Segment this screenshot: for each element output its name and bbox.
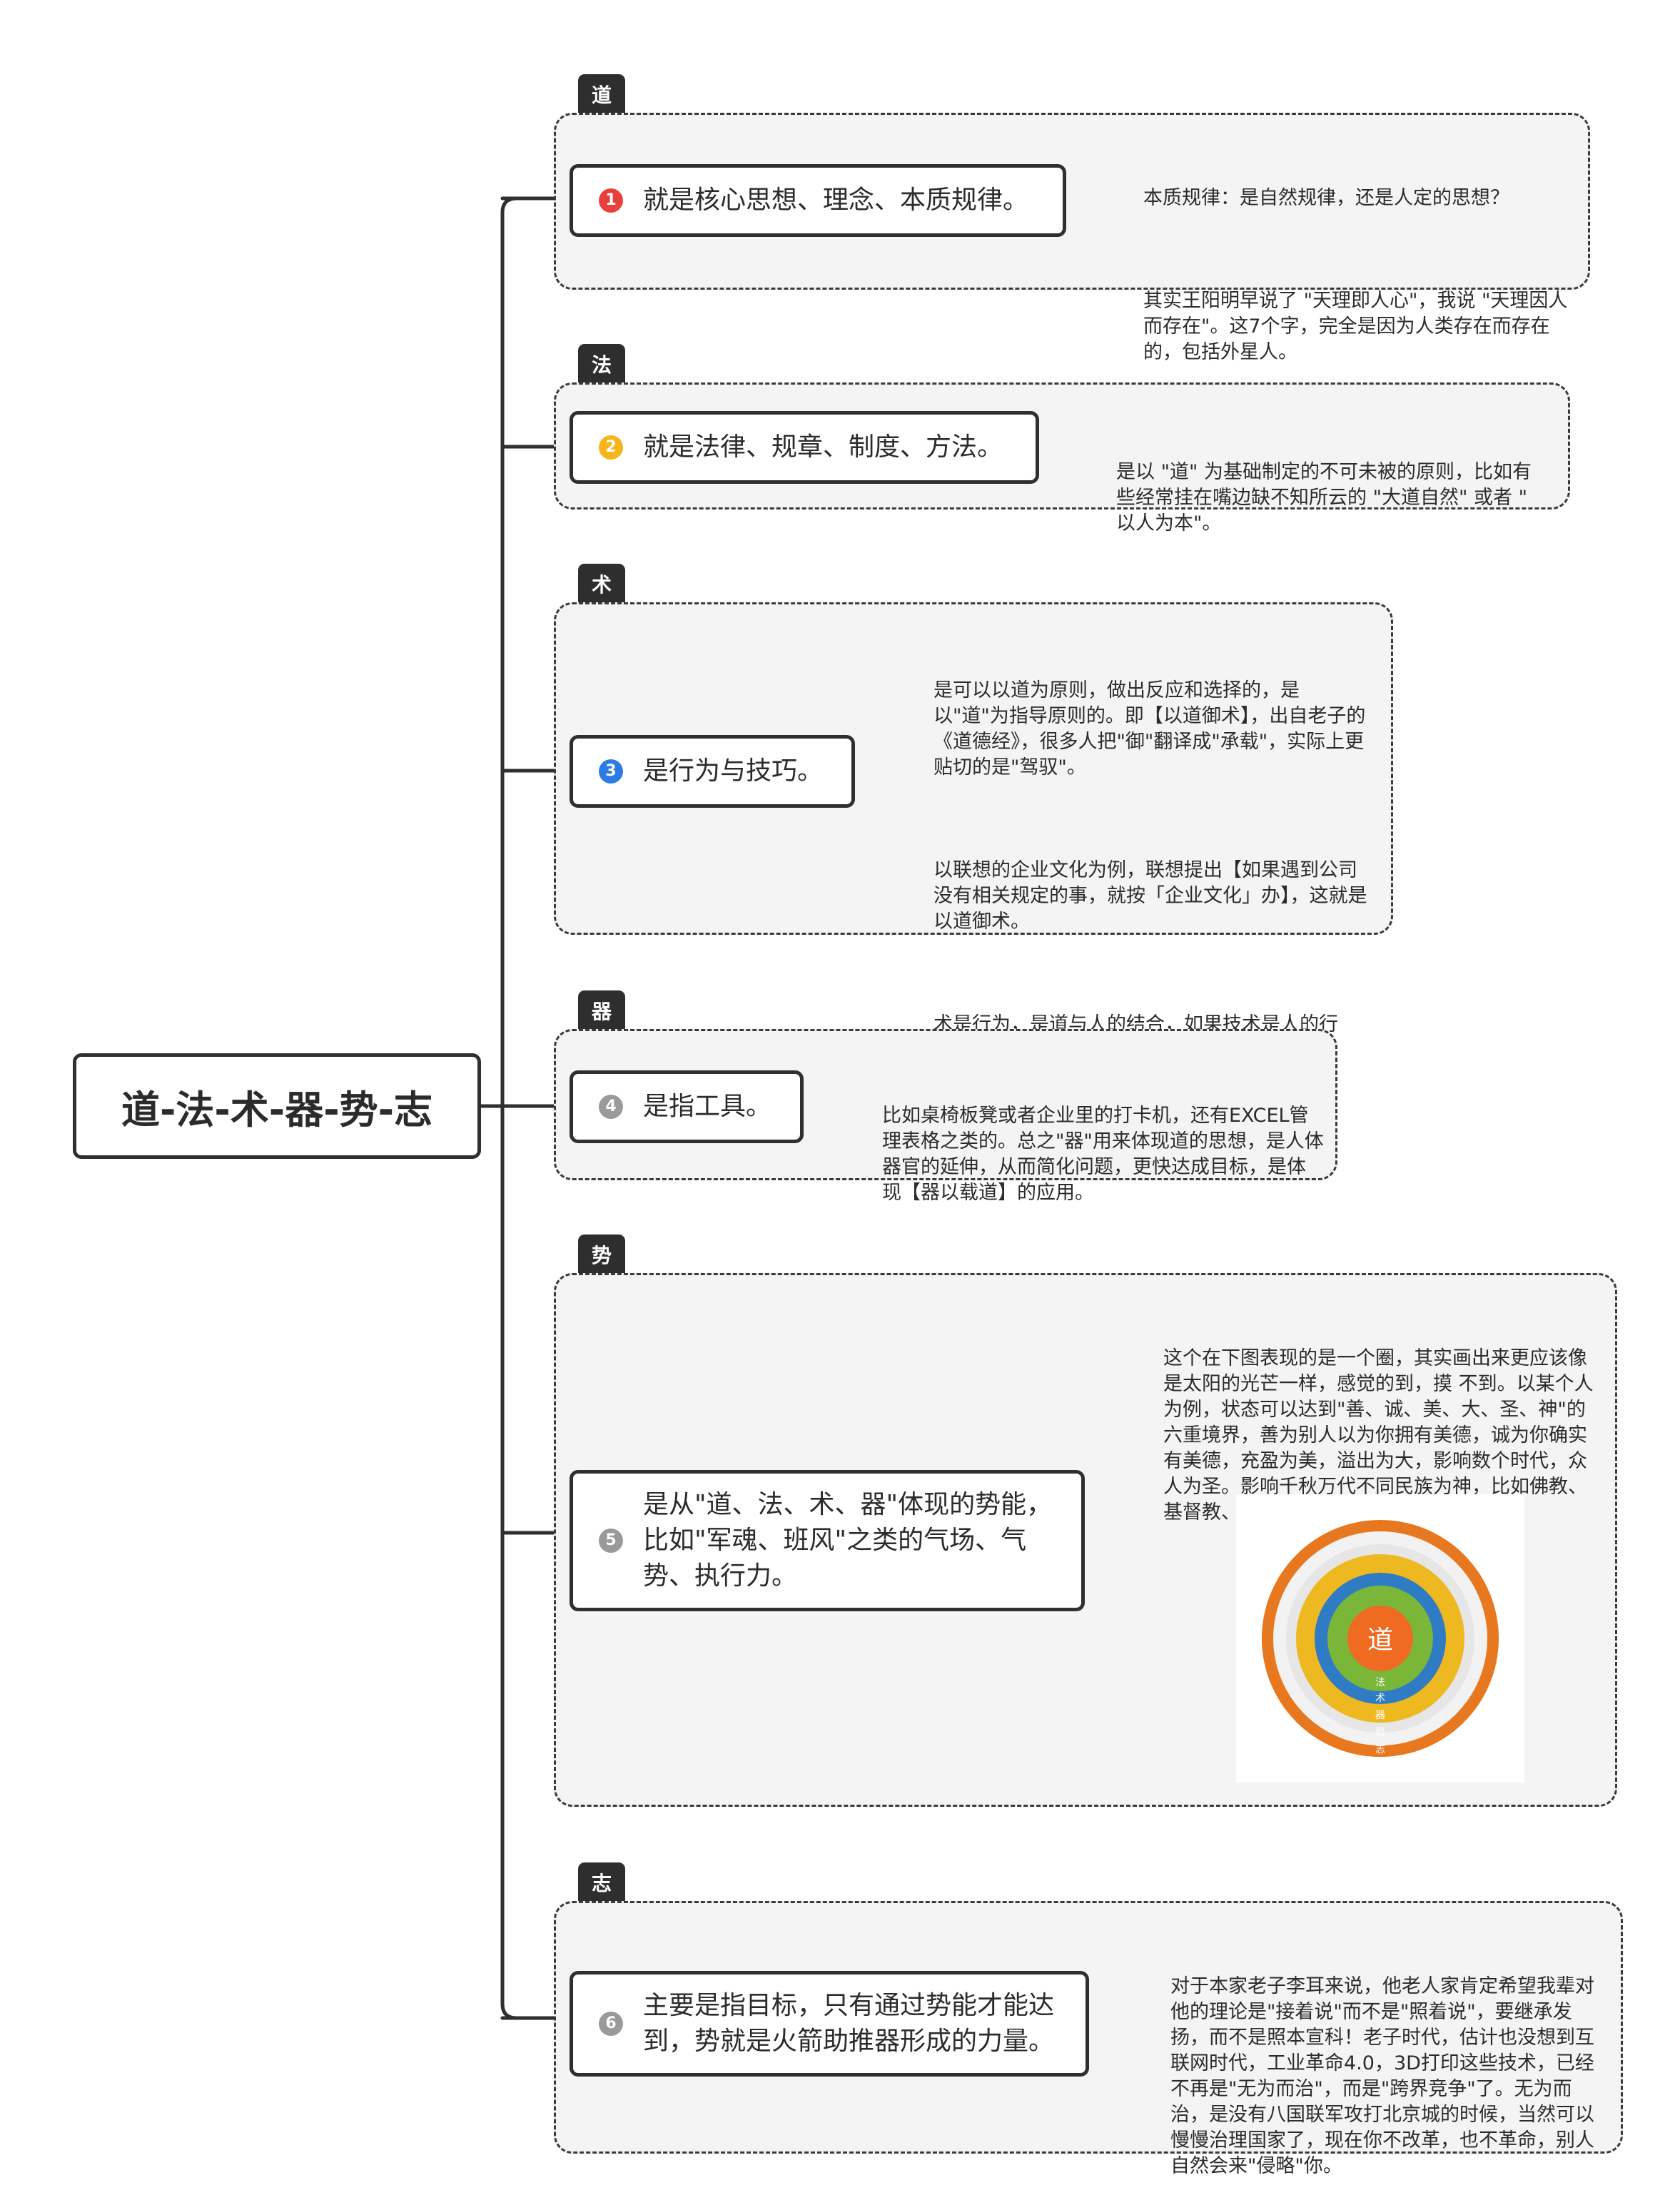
ring-label-zhi: 志 <box>1375 1744 1385 1755</box>
number-badge-6-icon: 6 <box>599 2012 623 2036</box>
note-paragraph: 其实王阳明早说了 "天理即人心"，我说 "天理因人而存在"。这7个字，完全是因为… <box>1143 290 1568 363</box>
node-zhi[interactable]: 6 主要是指目标，只有通过势能才能达到，势就是火箭助推器形成的力量。 <box>570 1971 1089 2077</box>
note-paragraph: 比如桌椅板凳或者企业里的打卡机，还有EXCEL管理表格之类的。总之"器"用来体现… <box>882 1105 1324 1204</box>
group-tag-fa: 法 <box>578 344 625 384</box>
concentric-rings-image: 道 法 术 器 势 志 <box>1236 1494 1524 1783</box>
group-tag-zhi: 志 <box>578 1862 625 1902</box>
note-paragraph: 以联想的企业文化为例，联想提出【如果遇到公司没有相关规定的事，就按「企业文化」办… <box>933 859 1367 933</box>
note-shu: 是可以以道为原则，做出反应和选择的，是以"道"为指导原则的。即【以道御术】，出自… <box>933 627 1373 1089</box>
ring-label-fa: 法 <box>1375 1677 1385 1688</box>
note-fa: 是以 "道" 为基础制定的不可未被的原则，比如有些经常挂在嘴边缺不知所云的 "大… <box>1116 408 1547 562</box>
note-paragraph: 本质规律：是自然规律，还是人定的思想？ <box>1143 187 1509 209</box>
group-tag-shu: 术 <box>578 564 625 604</box>
note-paragraph: 对于本家老子李耳来说，他老人家肯定希望我辈对他的理论是"接着说"而不是"照着说"… <box>1170 1975 1594 2177</box>
spine-line <box>500 196 519 2020</box>
group-tag-qi: 器 <box>578 990 625 1030</box>
number-badge-5-icon: 5 <box>599 1529 623 1553</box>
node-fa[interactable]: 2 就是法律、规章、制度、方法。 <box>570 411 1039 484</box>
node-shu[interactable]: 3 是行为与技巧。 <box>570 735 855 808</box>
node-shi[interactable]: 5 是从"道、法、术、器"体现的势能，比如"军魂、班风"之类的气场、气势、执行力… <box>570 1470 1085 1611</box>
rings-graphic: 道 法 术 器 势 志 <box>1262 1520 1499 1757</box>
node-text: 是从"道、法、术、器"体现的势能，比如"军魂、班风"之类的气场、气势、执行力。 <box>643 1490 1053 1591</box>
ring-center-label: 道 <box>1367 1626 1393 1655</box>
node-text: 主要是指目标，只有通过势能才能达到，势就是火箭助推器形成的力量。 <box>643 1991 1055 2056</box>
node-dao[interactable]: 1 就是核心思想、理念、本质规律。 <box>570 164 1066 237</box>
note-qi: 比如桌椅板凳或者企业里的打卡机，还有EXCEL管理表格之类的。总之"器"用来体现… <box>882 1052 1325 1232</box>
note-paragraph: 这个在下图表现的是一个圈，其实画出来更应该像是太阳的光芒一样，感觉的到，摸 不到… <box>1163 1347 1594 1524</box>
node-text: 是指工具。 <box>643 1092 772 1122</box>
group-tag-shi: 势 <box>578 1235 625 1274</box>
number-badge-4-icon: 4 <box>599 1095 623 1119</box>
group-tag-dao: 道 <box>578 74 625 114</box>
note-shi: 这个在下图表现的是一个圈，其实画出来更应该像是太阳的光芒一样，感觉的到，摸 不到… <box>1163 1294 1600 1551</box>
node-text: 是行为与技巧。 <box>643 756 824 786</box>
note-paragraph: 是可以以道为原则，做出反应和选择的，是以"道"为指导原则的。即【以道御术】，出自… <box>933 679 1366 779</box>
ring-label-shu: 术 <box>1375 1693 1385 1704</box>
ring-label-shi: 势 <box>1375 1727 1385 1738</box>
ring-label-qi: 器 <box>1375 1710 1385 1721</box>
number-badge-1-icon: 1 <box>599 188 623 213</box>
root-node[interactable]: 道-法-术-器-势-志 <box>73 1053 481 1159</box>
ring-dao <box>1347 1606 1413 1671</box>
number-badge-2-icon: 2 <box>599 435 623 460</box>
node-qi[interactable]: 4 是指工具。 <box>570 1070 804 1143</box>
number-badge-3-icon: 3 <box>599 759 623 784</box>
root-title: 道-法-术-器-势-志 <box>121 1087 433 1132</box>
note-zhi: 对于本家老子李耳来说，他老人家肯定希望我辈对他的理论是"接着说"而不是"照着说"… <box>1170 1922 1607 2205</box>
note-dao: 本质规律：是自然规律，还是人定的思想？ 其实王阳明早说了 "天理即人心"，我说 … <box>1143 134 1572 391</box>
node-text: 就是法律、规章、制度、方法。 <box>643 432 1003 462</box>
note-paragraph: 是以 "道" 为基础制定的不可未被的原则，比如有些经常挂在嘴边缺不知所云的 "大… <box>1116 461 1534 534</box>
node-text: 就是核心思想、理念、本质规律。 <box>643 186 1029 216</box>
